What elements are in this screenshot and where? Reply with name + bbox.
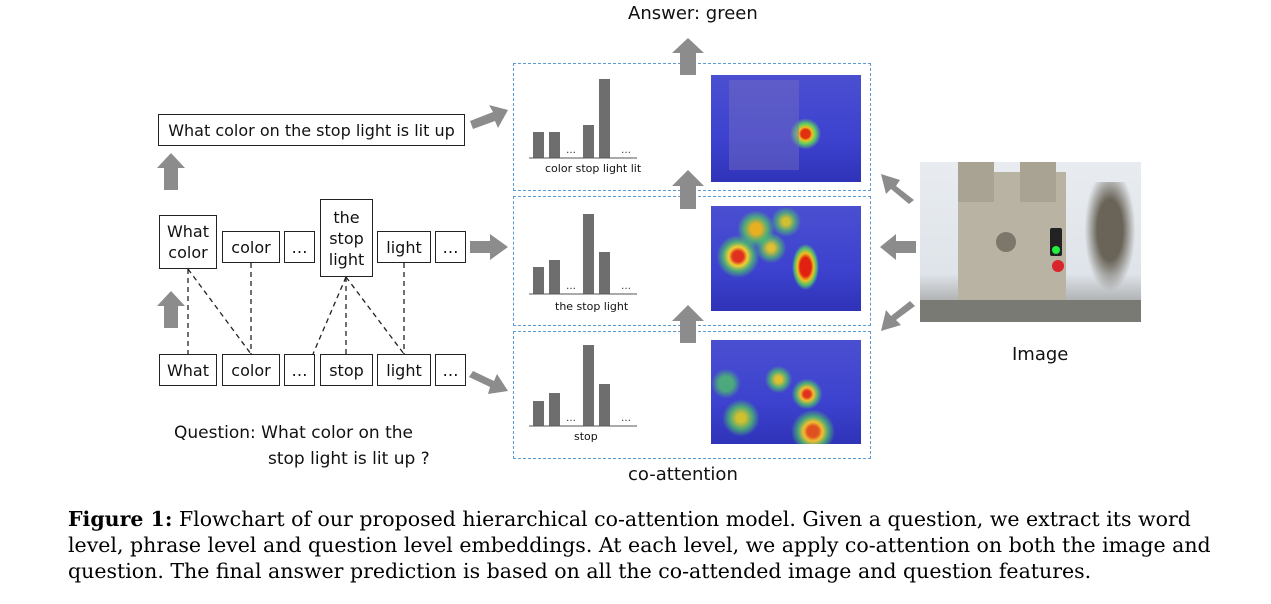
bar-chart-label-phrase: the stop light — [555, 300, 629, 313]
bar — [583, 125, 594, 158]
up-arrow-word-to-phrase — [157, 291, 185, 328]
word-box-ellipsis-2: … — [435, 354, 466, 386]
phrase-box-ellipsis-1: … — [284, 231, 315, 263]
image-label: Image — [1012, 344, 1069, 365]
bar — [599, 252, 610, 294]
bar-chart-phrase: … … — [529, 214, 637, 295]
attention-heatmap-phrase — [711, 206, 861, 311]
answer-label: Answer: green — [628, 3, 758, 24]
left-arrow-image-question — [881, 174, 914, 204]
attention-heatmap-question — [711, 75, 861, 182]
phrase-box-light: light — [377, 231, 431, 263]
cathedral-silhouette — [729, 80, 799, 170]
bar — [533, 401, 544, 426]
bar — [549, 393, 560, 426]
bar — [583, 214, 594, 294]
bar — [599, 384, 610, 426]
cathedral-tower-right — [1020, 162, 1056, 202]
tree — [1080, 182, 1140, 302]
figure-caption-prefix: Figure 1: — [68, 507, 173, 531]
left-arrow-image-phrase — [880, 234, 916, 260]
up-arrow-answer — [672, 38, 704, 75]
figure-caption: Figure 1: Flowchart of our proposed hier… — [68, 506, 1238, 584]
bar — [583, 345, 594, 426]
ellipsis: … — [566, 413, 576, 424]
ellipsis: … — [621, 413, 631, 424]
phrase-box-ellipsis-2: … — [435, 231, 466, 263]
bar-chart-label-word: stop — [574, 430, 598, 443]
figure-caption-text: Flowchart of our proposed hierarchical c… — [68, 507, 1211, 583]
flow-arrows — [157, 38, 916, 394]
up-arrow-phrase-to-question — [157, 153, 185, 190]
coattention-label: co-attention — [628, 464, 738, 485]
ellipsis: … — [566, 281, 576, 292]
word-box-color: color — [222, 354, 280, 386]
bar — [533, 267, 544, 294]
right-arrow-phrase-level — [470, 234, 508, 260]
question-level-box: What color on the stop light is lit up — [158, 114, 465, 146]
bar — [533, 132, 544, 158]
right-arrow-word-level — [469, 371, 508, 394]
question-caption-line2: stop light is lit up ? — [268, 449, 430, 469]
rose-window — [996, 232, 1016, 252]
word-box-stop: stop — [320, 354, 373, 386]
street — [920, 300, 1141, 322]
phrase-box-the-stop-light: the stop light — [320, 199, 373, 277]
ellipsis: … — [621, 281, 631, 292]
convolution-connectors — [187, 263, 405, 355]
question-caption-line1: Question: What color on the — [174, 423, 413, 443]
green-light — [1052, 246, 1060, 254]
word-box-light: light — [377, 354, 431, 386]
up-arrow-panel-2-to-1 — [672, 170, 704, 209]
ellipsis: … — [566, 145, 576, 156]
bar-chart-word: … … — [529, 345, 637, 427]
bar-chart-label-question: color stop light lit — [545, 162, 642, 175]
right-arrow-question-level — [470, 105, 508, 129]
stop-sign — [1052, 260, 1064, 272]
word-box-ellipsis-1: … — [284, 354, 315, 386]
cathedral-tower-left — [958, 162, 994, 202]
attention-heatmap-word — [711, 340, 861, 444]
phrase-box-color: color — [222, 231, 280, 263]
bar — [549, 132, 560, 158]
word-box-what: What — [159, 354, 217, 386]
left-arrow-image-word — [881, 301, 915, 331]
bar-chart-question: … … — [529, 79, 637, 159]
bar — [549, 260, 560, 294]
ellipsis: … — [621, 145, 631, 156]
bar — [599, 79, 610, 158]
input-image-notre-dame — [920, 162, 1141, 322]
up-arrow-panel-3-to-2 — [672, 305, 704, 343]
phrase-box-what-color: What color — [159, 215, 217, 269]
